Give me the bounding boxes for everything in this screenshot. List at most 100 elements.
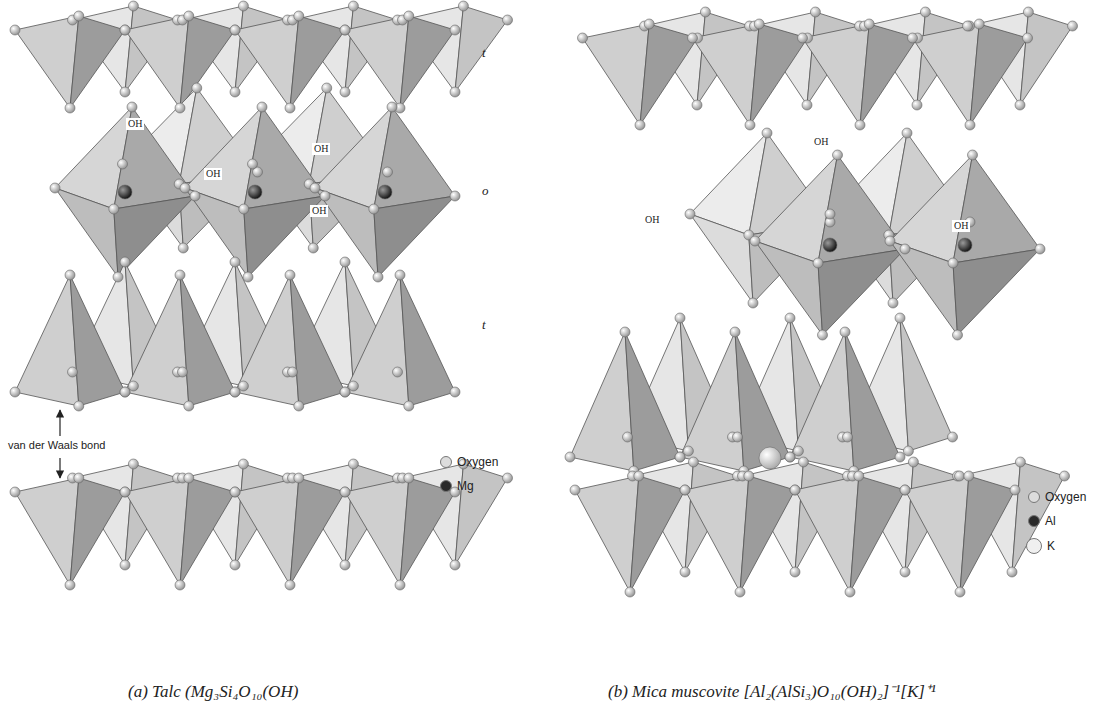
atom-sphere — [395, 580, 405, 590]
atom-sphere — [790, 485, 800, 495]
polyhedron-face — [235, 275, 299, 406]
legend-swatch — [1028, 515, 1040, 527]
atom-sphere — [120, 25, 130, 35]
atom-sphere — [685, 209, 695, 219]
polyhedron-face — [625, 332, 680, 471]
atom-sphere — [965, 120, 975, 130]
legend-swatch — [1028, 491, 1040, 503]
atom-sphere — [745, 120, 755, 130]
atom-sphere — [964, 471, 974, 481]
atom-sphere — [68, 367, 78, 377]
atom-sphere — [109, 204, 119, 214]
polyhedron-face — [640, 24, 698, 125]
sheet-label: o — [482, 184, 489, 199]
atom-sphere — [239, 204, 249, 214]
atom-sphere — [902, 128, 912, 138]
polyhedron-face — [860, 24, 918, 125]
atom-sphere — [387, 102, 397, 112]
polyhedron-face — [755, 241, 823, 335]
polyhedron-face — [15, 275, 79, 406]
atom-sphere — [730, 327, 740, 337]
legend-text: Al — [1045, 514, 1056, 528]
atom-sphere — [885, 236, 895, 246]
atom-sphere — [570, 485, 580, 495]
atom-sphere — [798, 33, 808, 43]
polyhedron-face — [70, 16, 125, 108]
polyhedron-face — [345, 275, 409, 406]
polyhedron-face — [400, 275, 455, 406]
legend-swatch — [440, 456, 452, 468]
atom-sphere — [340, 487, 350, 497]
atom-sphere — [578, 33, 588, 43]
polyhedron-face — [795, 476, 859, 592]
atom-sphere — [953, 330, 963, 340]
atom-sphere — [128, 459, 138, 469]
atom-sphere — [843, 432, 853, 442]
atom-sphere — [785, 313, 795, 323]
atom-sphere — [369, 204, 379, 214]
atoms — [10, 1, 1078, 597]
atom-sphere — [175, 270, 185, 280]
atom-sphere — [958, 238, 972, 252]
bond-label: van der Waals bond — [6, 439, 107, 452]
atom-sphere — [404, 473, 414, 483]
atom-sphere — [1015, 100, 1025, 110]
legend-text: Mg — [457, 479, 474, 493]
atom-sphere — [184, 11, 194, 21]
atom-sphere — [503, 473, 513, 483]
atom-sphere — [675, 452, 685, 462]
figure-caption: (b) Mica muscovite [Al₂(AlSi₃)O₁₀(OH)₂]⁻… — [608, 682, 936, 702]
atom-sphere — [963, 21, 973, 31]
hydroxyl-label: OH — [310, 205, 328, 217]
atom-sphere — [1060, 471, 1070, 481]
atom-sphere — [320, 191, 330, 201]
figure-caption: (a) Talc (Mg₃Si₄O₁₀(OH) — [128, 682, 298, 702]
polyhedron-face — [960, 476, 1015, 592]
atom-sphere — [340, 257, 350, 267]
hydroxyl-label: OH — [312, 143, 330, 155]
polyhedron-face — [290, 275, 345, 406]
atom-sphere — [74, 473, 84, 483]
atom-sphere — [348, 1, 358, 11]
atom-sphere — [257, 102, 267, 112]
atom-sphere — [920, 7, 930, 17]
atom-sphere — [623, 432, 633, 442]
atom-sphere — [895, 452, 905, 462]
polyhedron-face — [244, 107, 325, 209]
hydroxyl-label: OH — [204, 168, 222, 180]
atom-sphere — [565, 452, 575, 462]
polyhedron-face — [400, 16, 455, 108]
atom-sphere — [450, 387, 460, 397]
polyhedron-face — [818, 155, 905, 263]
atom-sphere — [1068, 21, 1078, 31]
atom-sphere — [184, 401, 194, 411]
atom-sphere — [948, 432, 958, 442]
atom-sphere — [634, 471, 644, 481]
atom-sphere — [912, 100, 922, 110]
polyhedron-face — [735, 332, 790, 471]
atom-sphere — [113, 272, 123, 282]
atom-sphere — [750, 236, 760, 246]
atom-sphere — [825, 209, 835, 219]
atom-sphere — [230, 25, 240, 35]
atom-sphere — [644, 19, 654, 29]
atom-sphere — [908, 33, 918, 43]
atom-sphere — [294, 11, 304, 21]
polyhedron-face — [185, 107, 262, 209]
bond-arrow — [59, 458, 60, 478]
polyhedron-face — [374, 107, 455, 209]
atom-sphere — [450, 191, 460, 201]
polyhedron-face — [790, 332, 854, 471]
atom-sphere — [340, 560, 350, 570]
atom-sphere — [285, 270, 295, 280]
polyhedron-face — [1020, 12, 1073, 105]
polyhedron-face — [235, 16, 299, 108]
atom-sphere — [248, 185, 262, 199]
hydroxyl-label: OH — [952, 220, 970, 232]
legend-text: K — [1047, 539, 1055, 553]
polyhedron-face — [803, 24, 870, 125]
atom-sphere — [65, 270, 75, 280]
atom-sphere — [450, 560, 460, 570]
atom-sphere — [680, 485, 690, 495]
